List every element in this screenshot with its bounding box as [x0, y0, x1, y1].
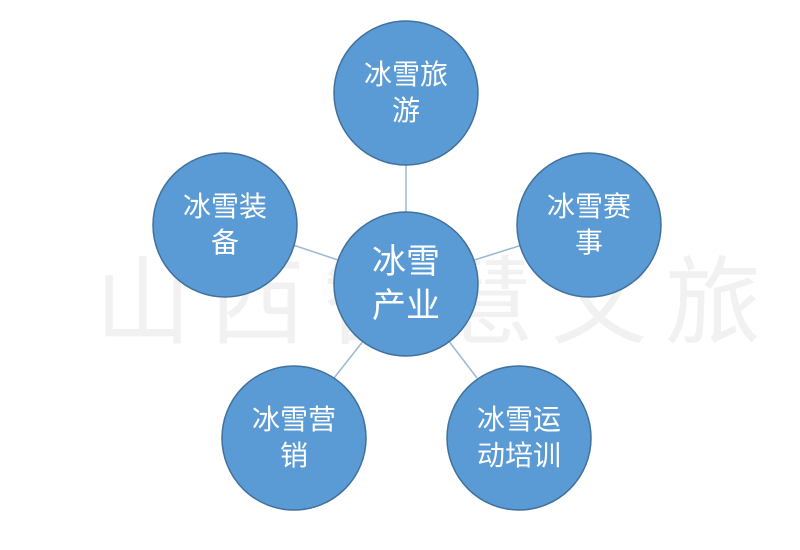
- node-circle-center: [333, 211, 479, 357]
- node-circle-right: [516, 152, 662, 298]
- node-circle-left: [152, 152, 298, 298]
- connector-left: [292, 244, 345, 263]
- connector-right: [467, 244, 523, 263]
- node-circle-bottom-left: [221, 365, 367, 511]
- connector-bottom-left: [333, 339, 365, 379]
- node-circle-bottom-right: [446, 365, 592, 511]
- node-circle-top: [333, 20, 479, 166]
- connector-bottom-right: [447, 339, 478, 379]
